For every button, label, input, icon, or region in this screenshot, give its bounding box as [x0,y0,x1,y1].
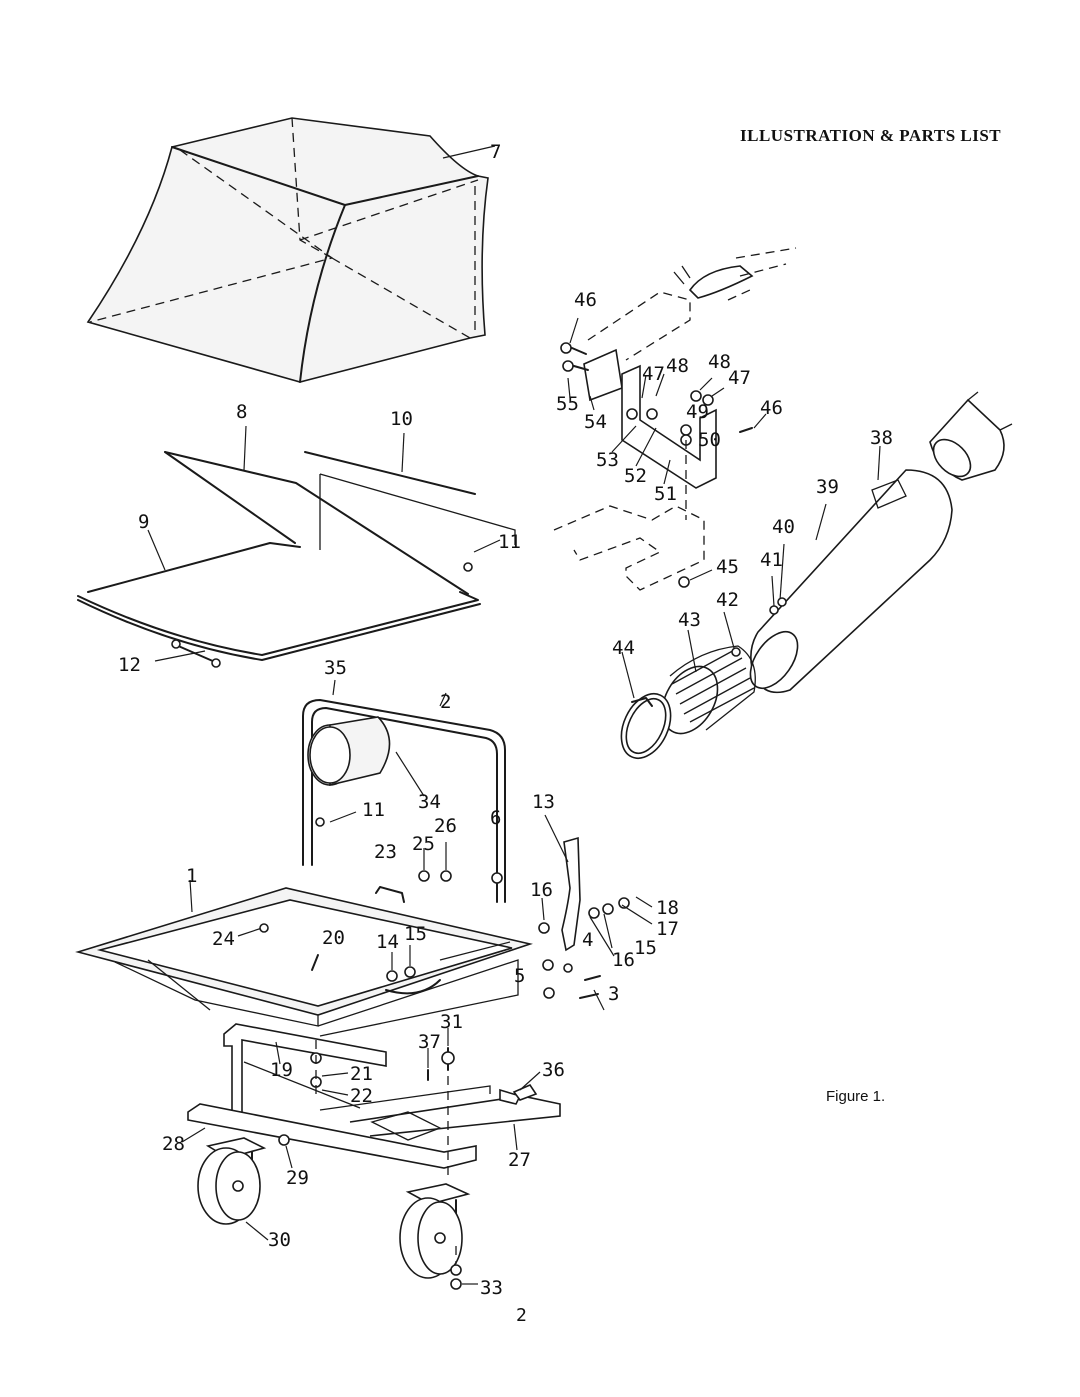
callout-38: 38 [870,427,893,449]
callout-4: 4 [582,929,593,951]
callout-27: 27 [508,1149,531,1171]
callout-20: 20 [322,927,345,949]
callout-41: 41 [760,549,783,571]
callout-49: 49 [686,401,709,423]
callout-40: 40 [772,516,795,538]
callout-16b: 16 [612,949,635,971]
callout-31: 31 [440,1011,463,1033]
callout-13: 13 [532,791,555,813]
callout-47a: 47 [642,363,665,385]
callout-19: 19 [270,1059,293,1081]
frame-rods-part [77,425,516,668]
page-number: 2 [516,1305,527,1326]
mounting-bracket-part [560,247,797,520]
callout-54: 54 [584,411,607,433]
callout-11: 11 [498,531,521,553]
callout-24: 24 [212,928,235,950]
flex-hose-part [661,611,756,735]
callout-16: 16 [530,879,553,901]
callout-39: 39 [816,476,839,498]
callout-21: 21 [350,1063,373,1085]
callout-43: 43 [678,609,701,631]
caster-wheel-right [399,1183,478,1290]
callout-2: 2 [440,691,451,713]
callout-6: 6 [490,807,501,829]
callout-9: 9 [138,511,149,533]
lever-part [544,814,581,952]
discharge-tube-part [749,391,1013,694]
callout-18: 18 [656,897,679,919]
callout-5: 5 [514,965,525,987]
callout-46b: 46 [760,397,783,419]
callout-33: 33 [480,1277,503,1299]
hopper-pan-part [75,879,533,1037]
handle-tube-part [302,679,506,903]
callout-45: 45 [716,556,739,578]
callout-17: 17 [656,918,679,940]
callout-50: 50 [698,429,721,451]
cart-chassis-part [181,1023,561,1180]
callout-15b: 15 [634,937,657,959]
callout-11b: 11 [362,799,385,821]
callout-10: 10 [390,408,413,430]
callout-34: 34 [418,791,441,813]
callout-28: 28 [162,1133,185,1155]
callout-12: 12 [118,654,141,676]
callout-46: 46 [574,289,597,311]
callout-36: 36 [542,1059,565,1081]
callout-37: 37 [418,1031,441,1053]
hardware-group [386,828,653,1011]
figure-caption: Figure 1. [826,1088,886,1105]
callout-3: 3 [608,983,619,1005]
callout-44: 44 [612,637,635,659]
callout-42: 42 [716,589,739,611]
callout-30: 30 [268,1229,291,1251]
caster-wheel-left [197,1137,269,1241]
page-title: ILLUSTRATION & PARTS LIST [740,126,1002,145]
callout-53: 53 [596,449,619,471]
callout-1: 1 [186,865,197,887]
callout-47b: 47 [728,367,751,389]
callout-15: 15 [404,923,427,945]
callout-7: 7 [490,141,501,163]
callout-29: 29 [286,1167,309,1189]
hopper-bag-part [86,117,496,383]
callout-23: 23 [374,841,397,863]
support-plate-part [553,505,713,591]
callout-48b: 48 [708,351,731,373]
callout-26: 26 [434,815,457,837]
callout-55: 55 [556,393,579,415]
callout-14: 14 [376,931,399,953]
callout-35: 35 [324,657,347,679]
callout-22: 22 [350,1085,373,1107]
hose-clamp-part [620,651,672,759]
callout-8: 8 [236,401,247,423]
callout-labels: 7 8 10 9 11 12 35 2 34 11 26 6 13 23 25 … [118,141,893,1299]
callout-25: 25 [412,833,435,855]
callout-51: 51 [654,483,677,505]
callout-48a: 48 [666,355,689,377]
callout-52: 52 [624,465,647,487]
